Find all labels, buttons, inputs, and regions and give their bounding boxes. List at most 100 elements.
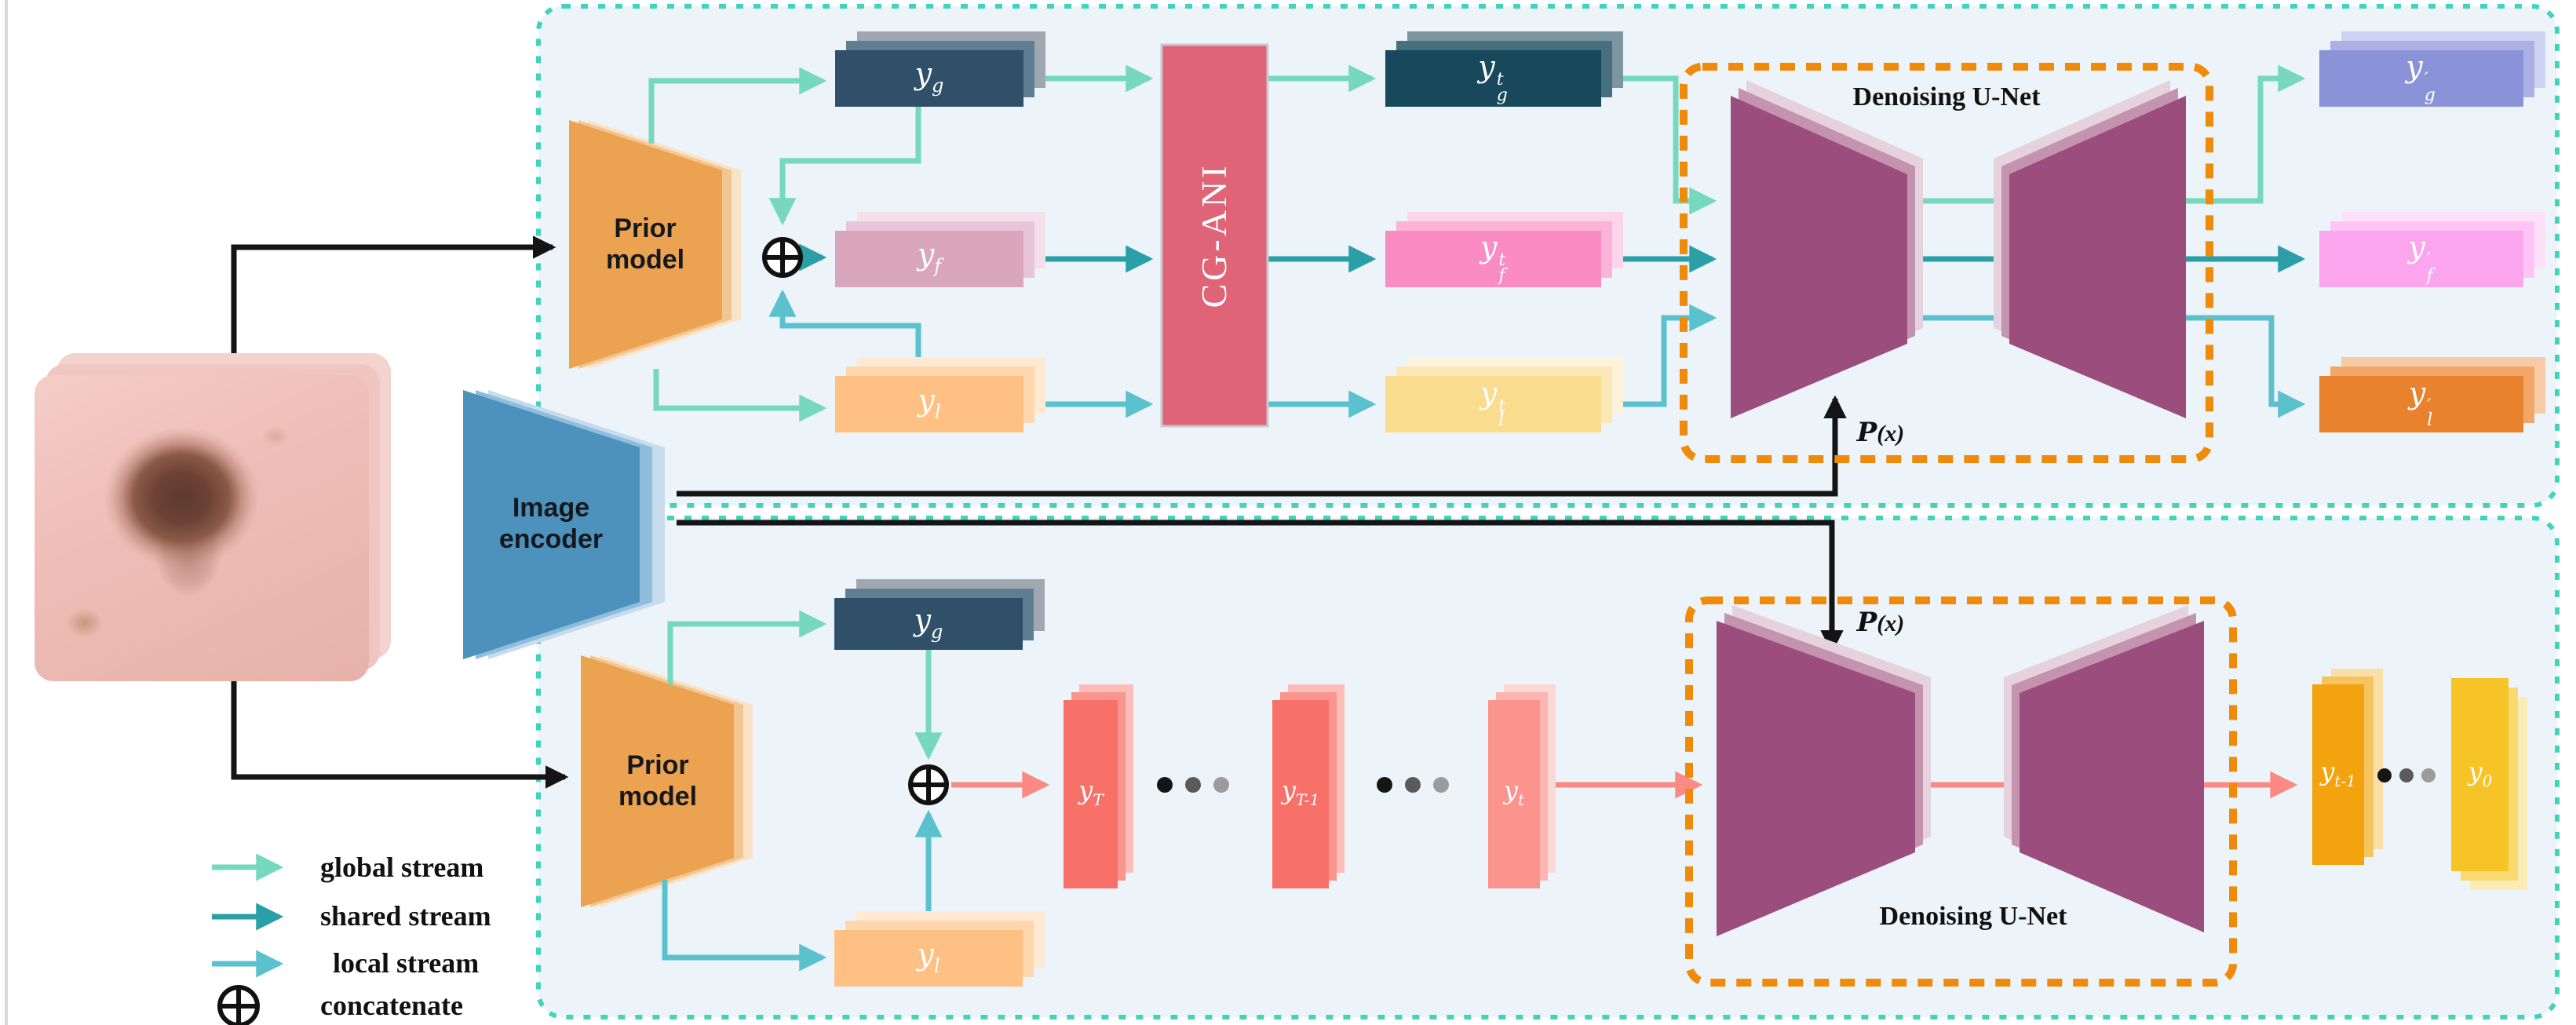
- bar-yT-face: [1064, 700, 1118, 888]
- unet-top-label: Denoising U-Net: [1852, 82, 2041, 111]
- unet-bottom-label: Denoising U-Net: [1879, 901, 2067, 931]
- box-yl-top: [835, 357, 1045, 432]
- box-yft-face: [1385, 231, 1601, 287]
- dots-ytm1-to-y0: [2377, 768, 2436, 782]
- px-top-label: P(x): [1856, 418, 1905, 449]
- unet-bottom-dotted-box: [1685, 596, 2237, 987]
- cg-ani-block: [1160, 43, 1269, 428]
- bar-yTm1: [1272, 684, 1345, 888]
- dot: [1185, 777, 1201, 793]
- label-yl-bottom: yl: [917, 937, 940, 976]
- label-ytm1: yt-1: [2320, 756, 2356, 792]
- label-yf-top: yf: [917, 238, 942, 277]
- dot: [1405, 777, 1421, 793]
- label-yl-top: yl: [918, 383, 941, 422]
- prior-model-top: [569, 120, 741, 369]
- unet-top-encoder: [1731, 80, 1923, 418]
- unet-top-decoder-shape: [2009, 96, 2186, 418]
- bar-y0: [2451, 678, 2527, 890]
- box-yg-top: [835, 31, 1045, 107]
- box-ygp: [2319, 31, 2545, 107]
- arrow-unet-to-ylp: [2186, 315, 2306, 418]
- unet-bottom-decoder: [2004, 605, 2204, 932]
- legend-shared-label: shared stream: [320, 900, 491, 932]
- label-yg-bottom: yg: [914, 603, 943, 642]
- prior-model-bottom-shape: [581, 655, 734, 907]
- box-yft: [1385, 212, 1623, 287]
- box-ygp-face: [2319, 50, 2523, 107]
- arrow-priorbottom-to-yg: [667, 610, 827, 684]
- bar-yt-face: [1488, 700, 1540, 888]
- label-yt: yt: [1503, 775, 1525, 811]
- image-encoder: [463, 390, 665, 659]
- dot: [2421, 768, 2436, 782]
- box-ylt: [1385, 357, 1623, 432]
- arrow-encoder-to-unet-top: [677, 395, 1847, 497]
- box-yg-bottom-face: [834, 598, 1023, 650]
- unet-bottom-encoder-shape: [1717, 621, 1915, 936]
- dot: [2377, 768, 2392, 782]
- cg-ani-label: CG-ANI: [1195, 162, 1234, 308]
- unet-bottom-decoder-shape: [2020, 621, 2204, 932]
- image-encoder-shape: [463, 390, 640, 659]
- box-ygt-face: [1385, 50, 1601, 107]
- label-yg-top: yg: [914, 57, 944, 97]
- bar-ytm1-face: [2312, 684, 2364, 865]
- bar-y0-face: [2451, 678, 2508, 871]
- dot: [1433, 777, 1449, 793]
- dot: [1377, 777, 1392, 793]
- box-yg-top-face: [835, 50, 1023, 107]
- box-yl-top-face: [835, 376, 1023, 432]
- legend-local-label: local stream: [333, 947, 480, 979]
- px-bottom-label: P(x): [1856, 607, 1905, 639]
- label-y0: y0: [2468, 756, 2493, 792]
- bar-yt: [1488, 684, 1556, 888]
- prior-model-top-shape: [569, 120, 722, 369]
- arrow-priortop-to-yg: [648, 67, 827, 144]
- arrow-ygt-to-unet: [1601, 75, 1717, 215]
- unet-bottom-encoder: [1717, 605, 1931, 936]
- arrow-ylt-to-unet: [1601, 304, 1717, 407]
- dots-yTm1-to-yt: [1377, 777, 1449, 793]
- arrow-yg-to-concat-top: [768, 107, 921, 226]
- arrow-unet-to-ygp: [2186, 64, 2306, 204]
- prior-model-bottom: [581, 655, 753, 907]
- label-ylp: y′l: [2408, 376, 2433, 431]
- input-image: [35, 375, 369, 681]
- bar-yTm1-face: [1272, 700, 1329, 888]
- box-yf-top-face: [835, 231, 1023, 287]
- box-yfp-face: [2319, 231, 2523, 287]
- unet-top-dotted-box: [1680, 63, 2213, 463]
- arrow-image-to-prior-bottom: [231, 681, 569, 789]
- legend-concat-icon: [217, 985, 260, 1025]
- label-ygp: y′g: [2406, 50, 2436, 105]
- concat-bottom-icon: [908, 764, 949, 805]
- box-ylt-face: [1385, 376, 1601, 432]
- box-ygt: [1385, 31, 1623, 107]
- legend-concat-label: concatenate: [320, 990, 463, 1021]
- bar-ytm1: [2312, 669, 2383, 865]
- unet-top-decoder: [1994, 80, 2186, 418]
- unet-top-encoder-shape: [1731, 96, 1907, 418]
- dot: [1157, 777, 1173, 793]
- bar-yT: [1064, 684, 1133, 888]
- box-yg-bottom: [834, 579, 1045, 650]
- dot: [2399, 768, 2414, 782]
- arrow-image-to-prior-top: [231, 235, 556, 375]
- box-ylp: [2319, 357, 2545, 432]
- arrow-priortop-to-yl: [653, 369, 827, 422]
- label-yTm1: yT-1: [1281, 775, 1320, 811]
- label-yT: yT: [1078, 775, 1104, 811]
- box-yl-bottom-face: [834, 930, 1023, 987]
- box-yl-bottom: [834, 911, 1045, 987]
- arrow-priorbottom-to-yl: [662, 880, 827, 972]
- box-yfp: [2319, 212, 2545, 287]
- box-yf-top: [835, 212, 1045, 287]
- label-yfp: y′f: [2408, 231, 2433, 286]
